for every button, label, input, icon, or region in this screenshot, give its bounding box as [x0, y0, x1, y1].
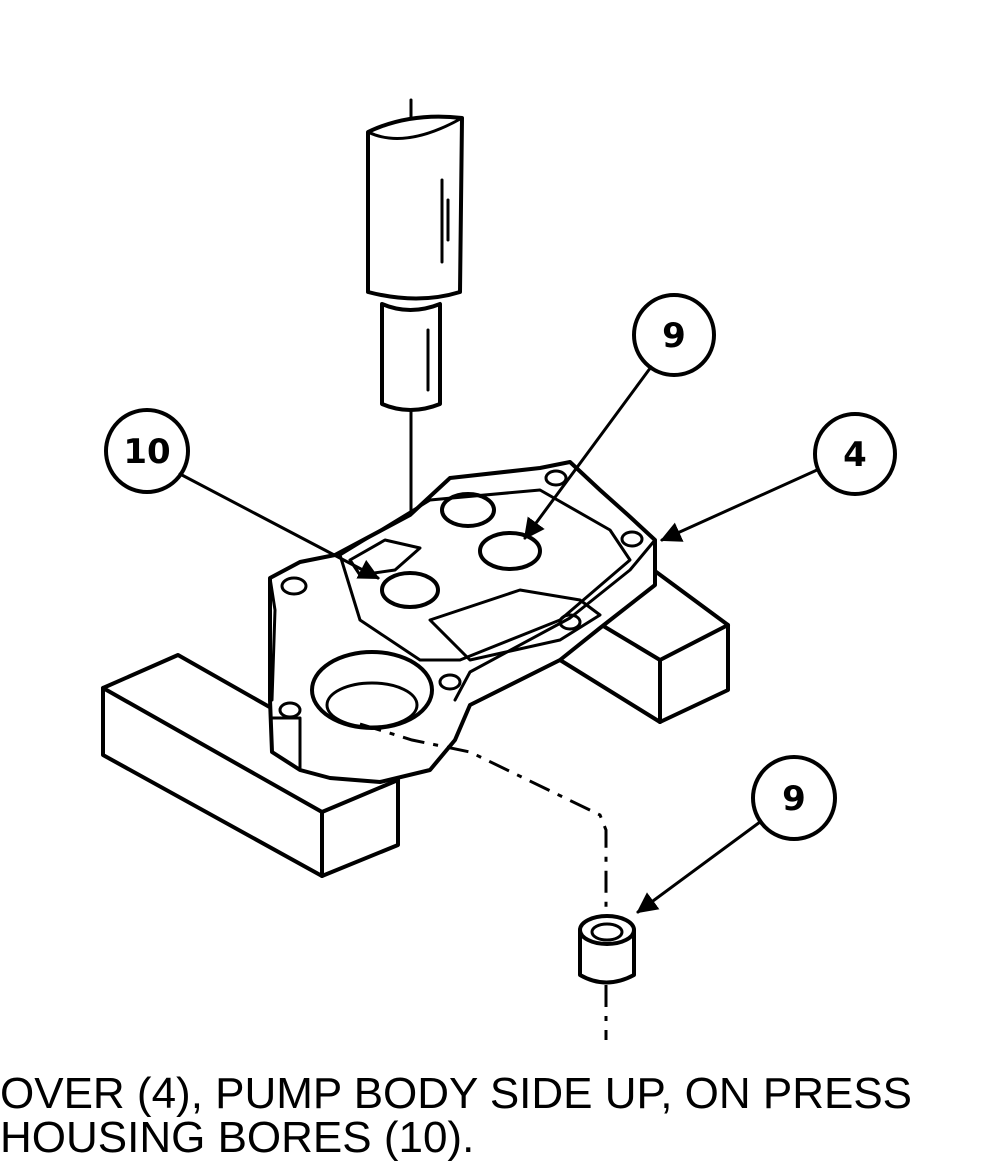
- support-block-left: [101, 653, 400, 878]
- callout-9-lower: 9: [636, 755, 837, 914]
- caption-line-1: OVER (4), PUMP BODY SIDE UP, ON PRESS: [0, 1069, 913, 1118]
- installation-tool: [366, 98, 464, 412]
- assembly-line: [359, 722, 608, 918]
- callout-4: 4: [660, 412, 897, 542]
- callout-10: 10: [104, 408, 380, 580]
- callout-label: 10: [123, 432, 170, 472]
- callout-label: 9: [662, 316, 686, 356]
- bushing-part: [578, 914, 636, 985]
- callout-label: 4: [843, 435, 867, 475]
- pump-cover: [268, 460, 657, 784]
- callout-label: 9: [782, 779, 806, 819]
- callout-9-upper: 9: [523, 293, 716, 540]
- caption-line-2: HOUSING BORES (10).: [0, 1113, 475, 1162]
